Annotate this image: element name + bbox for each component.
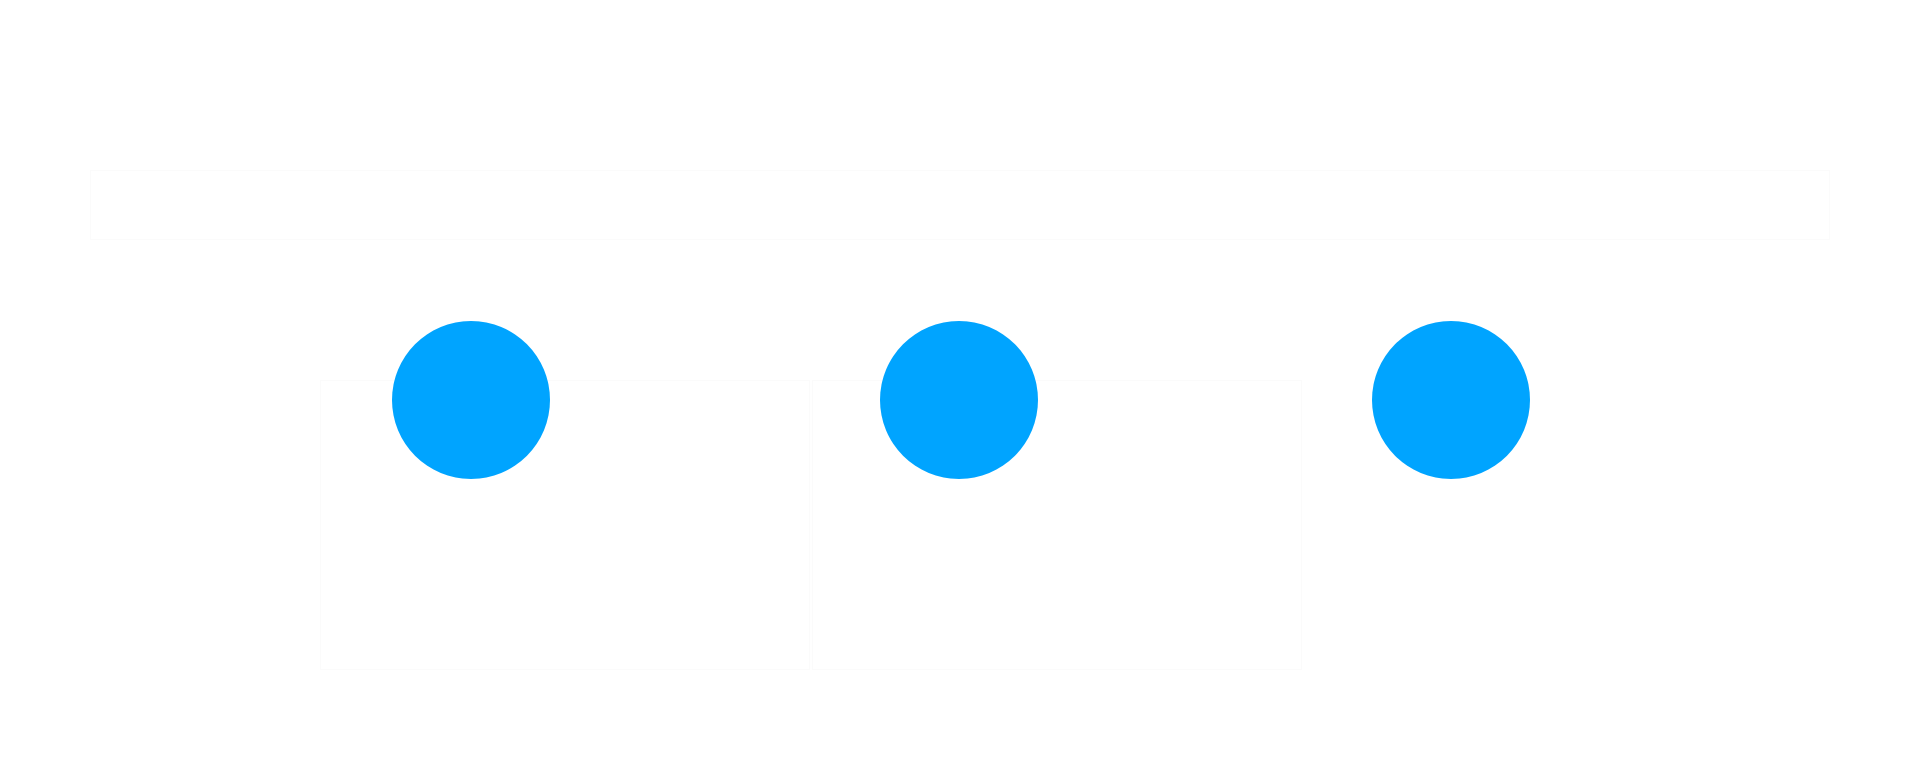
loading-dot [392,321,550,479]
loading-dot [1372,321,1530,479]
faint-background-panel-top [90,170,1830,240]
faint-background-panel-left [320,380,810,670]
loading-dot [880,321,1038,479]
